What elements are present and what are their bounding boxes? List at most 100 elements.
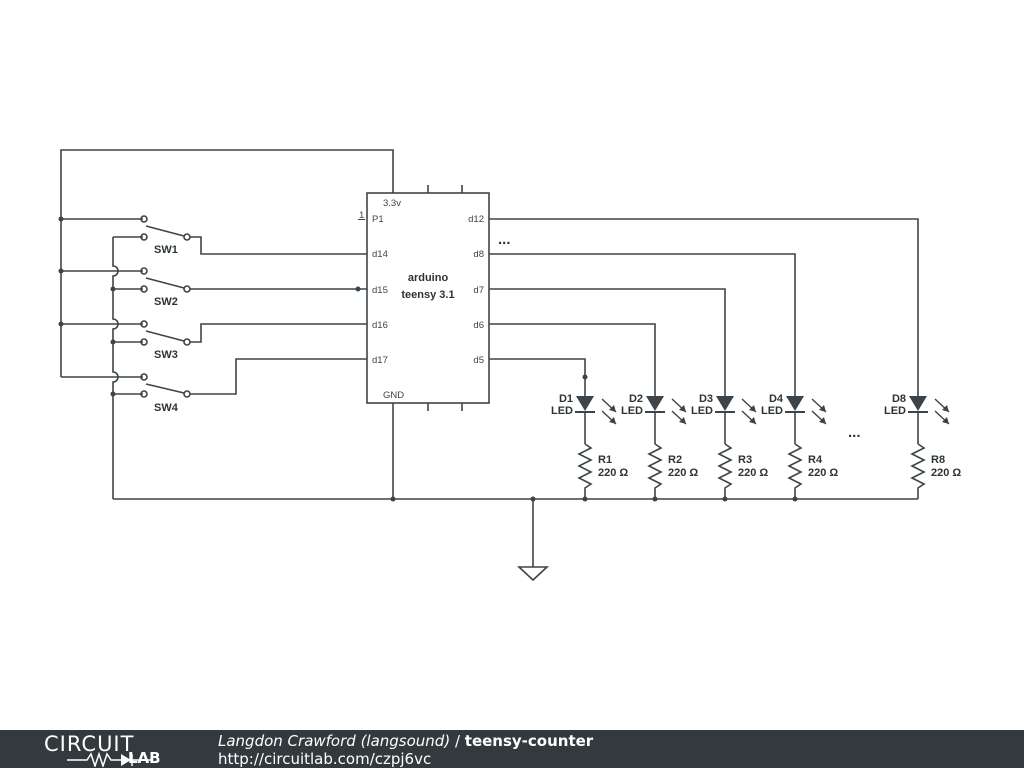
led-diode-icon — [786, 396, 804, 411]
circuit-title-link[interactable]: teensy-counter — [464, 732, 594, 750]
led-name: D2 — [629, 393, 643, 405]
led-diode-icon — [576, 396, 594, 411]
junction-dot — [58, 268, 64, 274]
resistor-value: 220 Ω — [931, 467, 961, 479]
arrowhead-icon — [749, 405, 756, 412]
led-name: D8 — [892, 393, 906, 405]
resistor-value: 220 Ω — [668, 467, 698, 479]
author-link[interactable]: Langdon Crawford (langsound) — [218, 732, 451, 750]
chip-pin-left: d16 — [372, 320, 388, 331]
resistor-icon — [787, 443, 803, 499]
logo-circuit-icon — [67, 751, 151, 767]
junction-dot — [110, 391, 116, 397]
chip-name-line1: arduino — [408, 272, 449, 284]
junction-dot — [792, 496, 798, 502]
arrowhead-icon — [609, 405, 616, 412]
led-diode-icon — [646, 396, 664, 411]
chip-pin-right: d6 — [473, 320, 484, 331]
output-wires — [489, 218, 919, 396]
resistor-name: R3 — [738, 454, 752, 466]
led-type: LED — [691, 405, 713, 417]
chip-pin-left: d15 — [372, 285, 388, 296]
switch-sw4: SW4 — [140, 358, 367, 414]
resistor-name: R4 — [808, 454, 823, 466]
chip-ground-pin: GND — [383, 390, 404, 401]
ground-rail-wire — [110, 236, 918, 582]
circuit-url-link[interactable]: http://circuitlab.com/czpj6vc — [218, 750, 432, 768]
switch-sw1: SW1 — [140, 215, 367, 256]
led-type: LED — [551, 405, 573, 417]
arrowhead-icon — [942, 417, 949, 424]
switch-sw2: SW2 — [140, 267, 367, 308]
chip-pin-right: d12 — [468, 214, 484, 225]
ground-symbol — [516, 566, 550, 582]
switch-label: SW2 — [154, 296, 178, 308]
arrowhead-icon — [679, 417, 686, 424]
led-name: D3 — [699, 393, 713, 405]
junction-dot — [652, 496, 658, 502]
junction-dot — [355, 286, 361, 292]
junction-dot — [58, 216, 64, 222]
switch-sw3: SW3 — [140, 320, 367, 361]
arrowhead-icon — [679, 405, 686, 412]
resistor-icon — [577, 443, 593, 499]
chip-name-line2: teensy 3.1 — [401, 289, 454, 301]
resistor-value: 220 Ω — [738, 467, 768, 479]
credit-line: Langdon Crawford (langsound) / teensy-co… — [218, 732, 593, 750]
resistor-name: R1 — [598, 454, 612, 466]
resistor-icon — [910, 443, 926, 499]
arrowhead-icon — [819, 417, 826, 424]
arrowhead-icon — [819, 405, 826, 412]
arduino-chip: arduino teensy 3.1 3.3v GND 1 P1 d14 d15… — [358, 185, 490, 411]
junction-dot — [58, 321, 64, 327]
led-name: D1 — [559, 393, 573, 405]
credit-separator: / — [450, 732, 465, 750]
arrowhead-icon — [749, 417, 756, 424]
chip-pin-left: d14 — [372, 249, 388, 260]
chip-pin-right: d7 — [473, 285, 484, 296]
led-diode-icon — [716, 396, 734, 411]
led-type: LED — [761, 405, 783, 417]
circuit-schematic: arduino teensy 3.1 3.3v GND 1 P1 d14 d15… — [58, 149, 961, 582]
led-diode-icon — [909, 396, 927, 411]
chip-pin-right: d8 — [473, 249, 484, 260]
resistor-value: 220 Ω — [808, 467, 838, 479]
resistor-icon — [647, 443, 663, 499]
circuitlab-logo: CIRCUIT LAB — [44, 732, 174, 767]
chip-pin1-marker: 1 — [359, 210, 364, 221]
logo-brand-top: CIRCUIT — [44, 732, 135, 756]
power-rail-wire — [58, 149, 394, 378]
arrowhead-icon — [609, 417, 616, 424]
chip-pin-left: d17 — [372, 355, 388, 366]
led-name: D4 — [769, 393, 784, 405]
footer-bar: CIRCUIT LAB Langdon Crawford (langsound)… — [0, 730, 1024, 768]
junction-dot — [390, 496, 396, 502]
chip-power-pin: 3.3v — [383, 198, 401, 209]
switch-label: SW3 — [154, 349, 178, 361]
junction-dot — [110, 286, 116, 292]
junction-dot — [110, 339, 116, 345]
led-type: LED — [884, 405, 906, 417]
chip-pin-left: P1 — [372, 214, 384, 225]
resistor-icon — [717, 443, 733, 499]
ellipsis-label: ... — [498, 231, 511, 248]
resistor-name: R8 — [931, 454, 945, 466]
resistor-value: 220 Ω — [598, 467, 628, 479]
junction-dot — [722, 496, 728, 502]
switch-label: SW1 — [154, 244, 178, 256]
junction-dot — [582, 496, 588, 502]
junction-dot — [582, 374, 588, 380]
chip-pin-right: d5 — [473, 355, 484, 366]
ellipsis-label: ... — [848, 424, 861, 441]
led-type: LED — [621, 405, 643, 417]
switch-label: SW4 — [154, 402, 179, 414]
logo-brand-bottom: LAB — [128, 749, 161, 767]
resistor-name: R2 — [668, 454, 682, 466]
arrowhead-icon — [942, 405, 949, 412]
